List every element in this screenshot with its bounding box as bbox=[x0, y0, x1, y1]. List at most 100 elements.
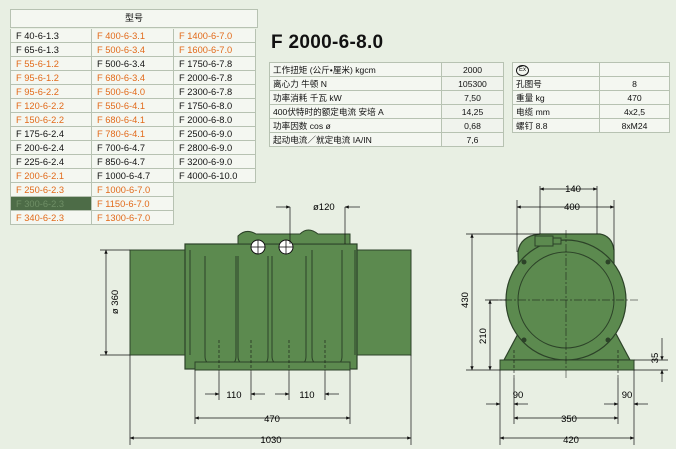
dim-hole-span: 350 bbox=[561, 414, 577, 425]
model-cell[interactable]: F 4000-6-10.0 bbox=[174, 169, 256, 183]
cable-gland-nut bbox=[552, 237, 562, 245]
bolt-icon bbox=[521, 337, 527, 343]
spec-label: 功率消耗 千瓦 kW bbox=[269, 90, 442, 105]
model-cell[interactable]: F 400-6-3.1 bbox=[92, 29, 174, 43]
model-cell[interactable]: F 250-6-2.3 bbox=[10, 183, 92, 197]
side-view bbox=[129, 229, 412, 372]
model-cell[interactable]: F 95-6-2.2 bbox=[10, 85, 92, 99]
model-cell[interactable]: F 680-6-4.1 bbox=[92, 113, 174, 127]
model-cell[interactable]: F 500-6-4.0 bbox=[92, 85, 174, 99]
page-title: F 2000-6-8.0 bbox=[271, 32, 384, 53]
side-dimensions bbox=[100, 205, 412, 445]
model-cell[interactable]: F 780-6-4.1 bbox=[92, 127, 174, 141]
spec-label: 离心力 牛顿 N bbox=[269, 76, 442, 91]
dim-shaft-dia: ø120 bbox=[313, 202, 335, 213]
ex-value bbox=[599, 62, 670, 77]
lifting-hole-icon bbox=[278, 239, 294, 255]
front-dimensions bbox=[466, 186, 668, 445]
dim-hole-spacing: 110 bbox=[226, 390, 241, 401]
model-cell[interactable]: F 225-6-2.4 bbox=[10, 155, 92, 169]
dim-foot-right: 90 bbox=[622, 390, 633, 401]
spec-label: 孔图号 bbox=[512, 76, 600, 91]
model-cell[interactable]: F 200-6-2.4 bbox=[10, 141, 92, 155]
front-foot bbox=[499, 359, 635, 371]
model-cell[interactable]: F 55-6-1.2 bbox=[10, 57, 92, 71]
bolt-icon bbox=[605, 337, 611, 343]
spec-value: 105300 bbox=[441, 76, 504, 91]
model-cell[interactable]: F 2000-6-8.0 bbox=[174, 113, 256, 127]
model-cell[interactable]: F 1400-6-7.0 bbox=[174, 29, 256, 43]
cable-box bbox=[237, 229, 351, 245]
model-cell[interactable]: F 65-6-1.3 bbox=[10, 43, 92, 57]
model-cell[interactable]: F 1000-6-4.7 bbox=[92, 169, 174, 183]
spec-value: 7,50 bbox=[441, 90, 504, 105]
model-cell[interactable]: F 340-6-2.3 bbox=[10, 211, 92, 225]
motor-body bbox=[184, 243, 358, 370]
dim-base-length: 470 bbox=[264, 414, 280, 425]
spec-label: 功率因数 cos ø bbox=[269, 118, 442, 133]
model-cell[interactable]: F 680-6-3.4 bbox=[92, 71, 174, 85]
dim-height-center: 210 bbox=[478, 328, 489, 344]
model-cell[interactable]: F 500-6-3.4 bbox=[92, 43, 174, 57]
model-cell[interactable]: F 1750-6-8.0 bbox=[174, 99, 256, 113]
model-cell[interactable]: F 2000-6-7.8 bbox=[174, 71, 256, 85]
dim-foot-left: 90 bbox=[513, 390, 524, 401]
dim-offset-top: 140 bbox=[565, 184, 581, 195]
model-cell[interactable]: F 550-6-4.1 bbox=[92, 99, 174, 113]
model-cell[interactable]: F 3200-6-9.0 bbox=[174, 155, 256, 169]
model-cell[interactable]: F 700-6-4.7 bbox=[92, 141, 174, 155]
model-cell[interactable]: F 120-6-2.2 bbox=[10, 99, 92, 113]
model-cell[interactable]: F 850-6-4.7 bbox=[92, 155, 174, 169]
dim-foot-height: 35 bbox=[650, 353, 661, 364]
dim-hole-spacing-2: 110 bbox=[299, 390, 314, 401]
spec-label: 起动电流／就定电流 IA/IN bbox=[269, 132, 442, 147]
model-cell[interactable]: F 1150-6-7.0 bbox=[92, 197, 174, 211]
bolt-icon bbox=[521, 259, 527, 265]
model-cell[interactable]: F 2300-6-7.8 bbox=[174, 85, 256, 99]
dim-base-width: 420 bbox=[563, 435, 579, 446]
dim-width-top: 400 bbox=[564, 202, 580, 213]
spec-label: 工作扭矩 (公斤•厘米) kgcm bbox=[269, 62, 442, 77]
right-end-cap bbox=[354, 249, 412, 356]
front-view bbox=[490, 230, 640, 378]
model-cell[interactable]: F 1600-6-7.0 bbox=[174, 43, 256, 57]
spec-value: 8xM24 bbox=[599, 118, 670, 133]
model-cell[interactable]: F 1300-6-7.0 bbox=[92, 211, 174, 225]
ex-symbol-icon: Ex bbox=[516, 65, 529, 76]
model-cell[interactable]: F 1750-6-7.8 bbox=[174, 57, 256, 71]
model-cell[interactable]: F 175-6-2.4 bbox=[10, 127, 92, 141]
spec-value: 14,25 bbox=[441, 104, 504, 119]
dim-total-length: 1030 bbox=[260, 435, 281, 446]
model-cell[interactable]: F 500-6-3.4 bbox=[92, 57, 174, 71]
model-cell[interactable]: F 40-6-1.3 bbox=[10, 29, 92, 43]
model-cell[interactable]: F 1000-6-7.0 bbox=[92, 183, 174, 197]
model-cell[interactable]: F 150-6-2.2 bbox=[10, 113, 92, 127]
dim-height-total: 430 bbox=[460, 292, 471, 308]
left-end-cap bbox=[129, 249, 191, 356]
model-cell[interactable]: F 95-6-1.2 bbox=[10, 71, 92, 85]
bolt-icon bbox=[605, 259, 611, 265]
model-cell[interactable]: F 2500-6-9.0 bbox=[174, 127, 256, 141]
lifting-hole-icon bbox=[250, 239, 266, 255]
model-cell[interactable]: F 2800-6-9.0 bbox=[174, 141, 256, 155]
model-cell[interactable]: F 200-6-2.1 bbox=[10, 169, 92, 183]
spec-label: 电缆 mm bbox=[512, 104, 600, 119]
spec-value: 7,6 bbox=[441, 132, 504, 147]
spec-label: 重量 kg bbox=[512, 90, 600, 105]
model-cell[interactable]: F 300-6-2.3 bbox=[10, 197, 92, 211]
foot bbox=[194, 361, 351, 371]
